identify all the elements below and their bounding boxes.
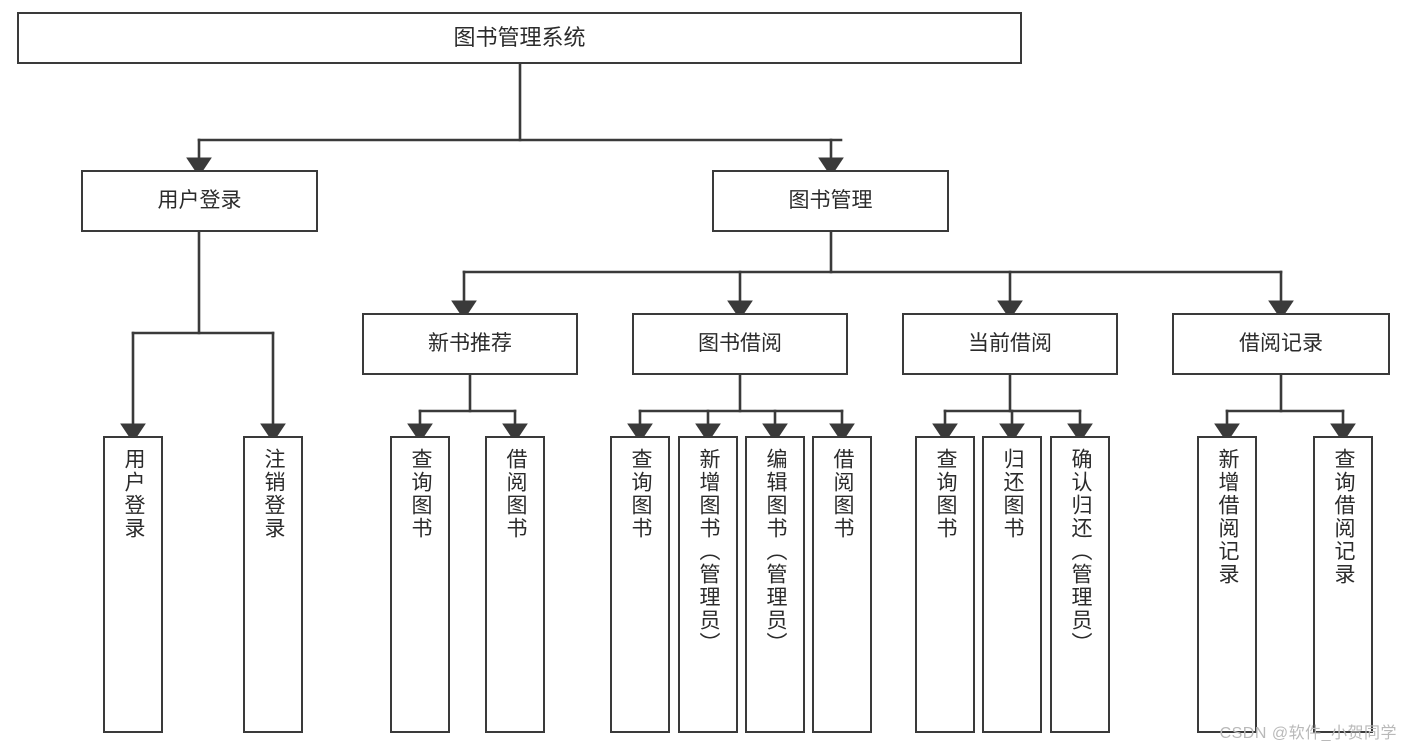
- node-label: 查询图书: [409, 448, 433, 540]
- leaf-borrow-books-newbook[interactable]: 借阅图书: [485, 436, 545, 733]
- leaf-query-books-borrow[interactable]: 查询图书: [610, 436, 670, 733]
- node-label: 查询图书: [629, 448, 653, 540]
- node-label: 查询借阅记录: [1332, 448, 1356, 586]
- node-label: 图书管理系统: [453, 25, 586, 51]
- node-label: 新增图书（管理员）: [697, 448, 721, 655]
- node-label: 归还图书: [1001, 448, 1025, 540]
- leaf-confirm-return-admin[interactable]: 确认归还（管理员）: [1050, 436, 1110, 733]
- leaf-query-books-current[interactable]: 查询图书: [915, 436, 975, 733]
- leaf-add-borrow-record[interactable]: 新增借阅记录: [1197, 436, 1257, 733]
- leaf-query-borrow-record[interactable]: 查询借阅记录: [1313, 436, 1373, 733]
- node-label: 图书借阅: [698, 331, 782, 355]
- leaf-user-login[interactable]: 用户登录: [103, 436, 163, 733]
- leaf-add-book-admin[interactable]: 新增图书（管理员）: [678, 436, 738, 733]
- watermark: CSDN @软件_小贺同学: [1219, 725, 1397, 742]
- node-label: 查询图书: [934, 448, 958, 540]
- node-label: 新增借阅记录: [1216, 448, 1240, 586]
- node-label: 用户登录: [157, 188, 242, 212]
- node-label: 用户登录: [122, 448, 146, 540]
- leaf-return-books[interactable]: 归还图书: [982, 436, 1042, 733]
- node-label: 新书推荐: [428, 331, 512, 355]
- leaf-logout[interactable]: 注销登录: [243, 436, 303, 733]
- node-new-book-recommendation[interactable]: 新书推荐: [362, 313, 578, 375]
- node-label: 借阅记录: [1239, 331, 1323, 355]
- leaf-query-books-newbook[interactable]: 查询图书: [390, 436, 450, 733]
- node-current-borrowing[interactable]: 当前借阅: [902, 313, 1118, 375]
- node-label: 借阅图书: [504, 448, 528, 540]
- leaf-edit-book-admin[interactable]: 编辑图书（管理员）: [745, 436, 805, 733]
- node-label: 借阅图书: [831, 448, 855, 540]
- node-label: 确认归还（管理员）: [1069, 448, 1093, 655]
- node-label: 图书管理: [788, 188, 873, 212]
- leaf-borrow-books-borrow[interactable]: 借阅图书: [812, 436, 872, 733]
- node-root-book-management-system[interactable]: 图书管理系统: [17, 12, 1022, 64]
- node-label: 注销登录: [262, 448, 286, 540]
- node-user-login[interactable]: 用户登录: [81, 170, 318, 232]
- node-borrowing-record[interactable]: 借阅记录: [1172, 313, 1390, 375]
- node-book-borrowing[interactable]: 图书借阅: [632, 313, 848, 375]
- node-label: 编辑图书（管理员）: [764, 448, 788, 655]
- node-book-management[interactable]: 图书管理: [712, 170, 949, 232]
- node-label: 当前借阅: [968, 331, 1052, 355]
